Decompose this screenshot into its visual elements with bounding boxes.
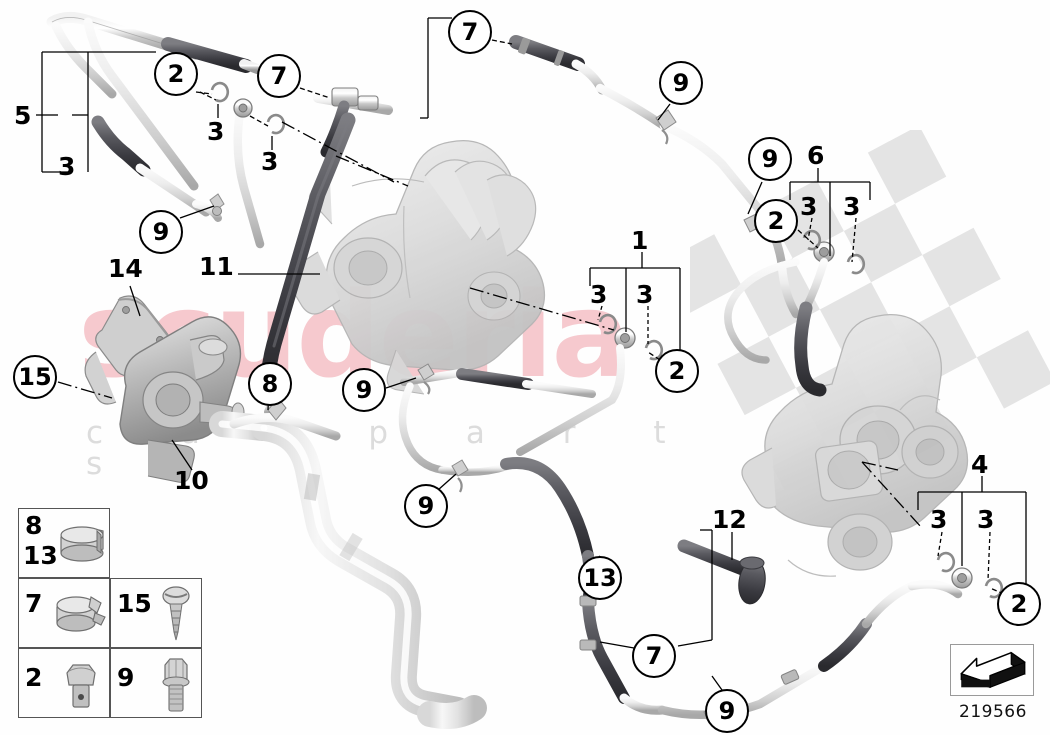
callout-13-bottom[interactable]: 13: [578, 556, 622, 600]
3d-arrow-icon: [960, 651, 1026, 689]
self-tapping-screw-icon: [162, 586, 190, 641]
legend-number-9: 9: [117, 663, 135, 692]
label-3-b: 3: [261, 147, 279, 176]
callout-9-top-right[interactable]: 9: [659, 61, 703, 105]
hose-clamp-spring-icon: [56, 596, 106, 632]
label-12: 12: [712, 505, 747, 534]
label-5: 5: [14, 101, 32, 130]
legend-cell-15: 15: [110, 578, 202, 648]
label-3-d: 3: [590, 280, 608, 309]
label-6: 6: [807, 141, 825, 170]
label-14: 14: [108, 254, 143, 283]
callout-7-top-left[interactable]: 7: [257, 54, 301, 98]
label-3-h: 3: [930, 505, 948, 534]
leader-lines: [36, 17, 1027, 691]
turbocharger-ghost-right: [741, 313, 969, 577]
parts-legend: 8 13 7 2: [18, 508, 216, 718]
hex-flange-bolt-icon: [162, 658, 190, 712]
coolant-line-right-long: [655, 109, 866, 397]
orientation-icon-box: [950, 644, 1034, 696]
label-3-i: 3: [977, 505, 995, 534]
label-1: 1: [631, 226, 649, 255]
label-3-a: 3: [207, 117, 225, 146]
legend-number-7: 7: [25, 589, 43, 618]
callout-2-center[interactable]: 2: [655, 349, 699, 393]
hose-clamp-wide-icon: [60, 526, 104, 562]
callout-7-top-middle[interactable]: 7: [448, 10, 492, 54]
label-3-f: 3: [800, 192, 818, 221]
diagram-number: 219566: [959, 702, 1027, 722]
label-3-g: 3: [843, 192, 861, 221]
legend-cell-2: 2: [18, 648, 110, 718]
coolant-hose-12: [677, 539, 766, 605]
coolant-hose-13-main: [209, 394, 487, 729]
callout-7-bottom[interactable]: 7: [632, 634, 676, 678]
banjo-bolt-icon: [66, 664, 96, 708]
electric-water-pump: [84, 295, 245, 483]
callout-2-right[interactable]: 2: [754, 199, 798, 243]
turbocharger-ghost-left: [287, 139, 546, 395]
callout-9-left-middle[interactable]: 9: [139, 210, 183, 254]
callout-15-left[interactable]: 15: [13, 355, 57, 399]
legend-number-15: 15: [117, 589, 152, 618]
legend-cell-8-13: 8 13: [18, 508, 110, 578]
label-10: 10: [174, 466, 209, 495]
callout-2-top-left[interactable]: 2: [154, 52, 198, 96]
callout-8-pump[interactable]: 8: [248, 362, 292, 406]
legend-number-13: 13: [23, 541, 58, 570]
legend-cell-9: 9: [110, 648, 202, 718]
callout-2-bottom-right[interactable]: 2: [997, 582, 1041, 626]
callout-9-center-low[interactable]: 9: [404, 484, 448, 528]
legend-number-8: 8: [25, 511, 43, 540]
legend-number-2: 2: [25, 663, 43, 692]
callout-9-bottom[interactable]: 9: [705, 689, 749, 733]
label-3-e: 3: [636, 280, 654, 309]
callout-9-right[interactable]: 9: [748, 137, 792, 181]
label-3-c: 3: [58, 152, 76, 181]
coolant-line-upper-center: [210, 81, 393, 249]
callout-9-center[interactable]: 9: [342, 368, 386, 412]
coolant-hose-7-top: [509, 35, 669, 131]
label-11: 11: [199, 252, 234, 281]
label-4: 4: [971, 450, 989, 479]
legend-cell-7: 7: [18, 578, 110, 648]
coolant-line-top-left: [46, 11, 265, 222]
